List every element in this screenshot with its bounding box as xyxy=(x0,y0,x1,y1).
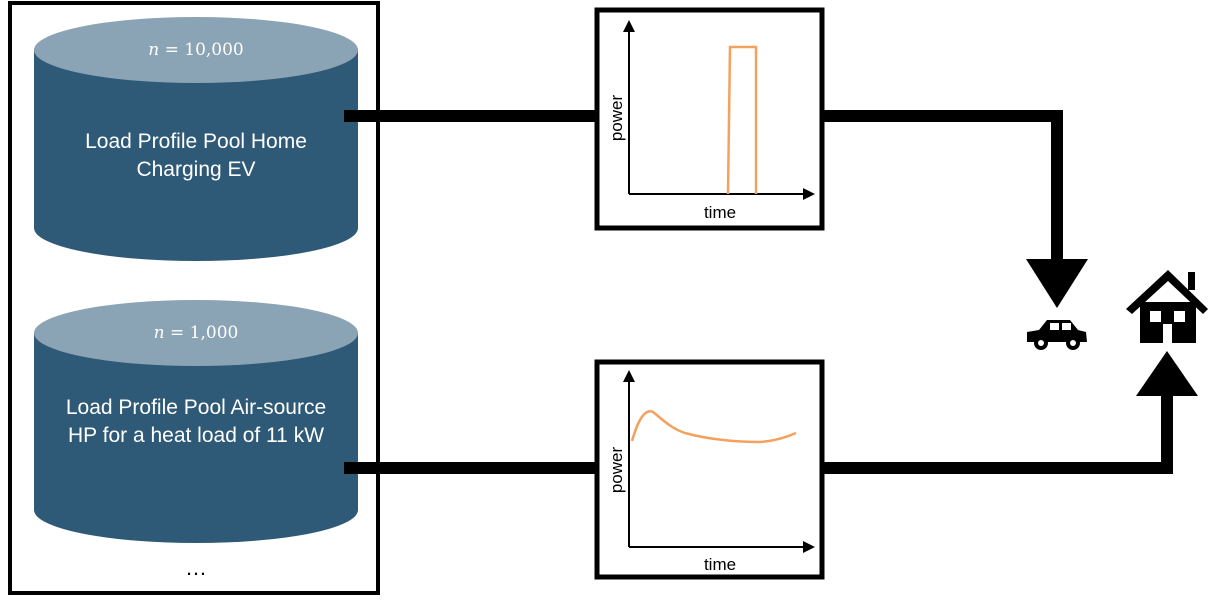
chart-x-label: time xyxy=(704,555,736,574)
pool-ev-count: n = 10,000 xyxy=(96,40,296,60)
connector-bottom xyxy=(344,395,1173,474)
chart-y-arrow xyxy=(623,370,635,382)
chart-x-label: time xyxy=(704,203,736,222)
connector-top xyxy=(344,110,1063,262)
pool-hp-count-var: n xyxy=(153,323,165,343)
pool-ev-count-value: = 10,000 xyxy=(164,40,244,60)
pool-ev-count-var: n xyxy=(148,40,160,60)
chart-x-arrow xyxy=(803,541,815,553)
chart-y-label: power xyxy=(607,447,626,494)
chart-frame xyxy=(594,7,825,231)
pool-hp-count-value: = 1,000 xyxy=(170,323,239,343)
chart-curve-smooth xyxy=(630,410,797,444)
pool-hp-title: Load Profile Pool Air-source HP for a he… xyxy=(65,396,327,447)
arrow-to-house xyxy=(1136,351,1198,396)
chart-hp-profile: time power xyxy=(594,359,825,580)
chart-x-arrow xyxy=(803,188,815,200)
pool-container xyxy=(8,1,380,595)
arrow-to-car xyxy=(1026,259,1088,308)
chart-ev-profile: time power xyxy=(594,7,825,231)
car-icon xyxy=(1027,320,1087,350)
pool-cylinder-hp xyxy=(34,300,358,543)
chart-y-label: power xyxy=(607,95,626,142)
chart-y-arrow xyxy=(623,20,635,32)
more-pools-ellipsis: … xyxy=(185,555,207,580)
pool-ev-title: Load Profile Pool Home Charging EV xyxy=(85,130,307,181)
house-icon xyxy=(1126,270,1208,343)
pool-hp-count: n = 1,000 xyxy=(96,323,296,343)
chart-curve-pulse xyxy=(726,45,758,195)
chart-frame xyxy=(594,359,825,580)
pool-cylinder-ev xyxy=(34,17,358,261)
